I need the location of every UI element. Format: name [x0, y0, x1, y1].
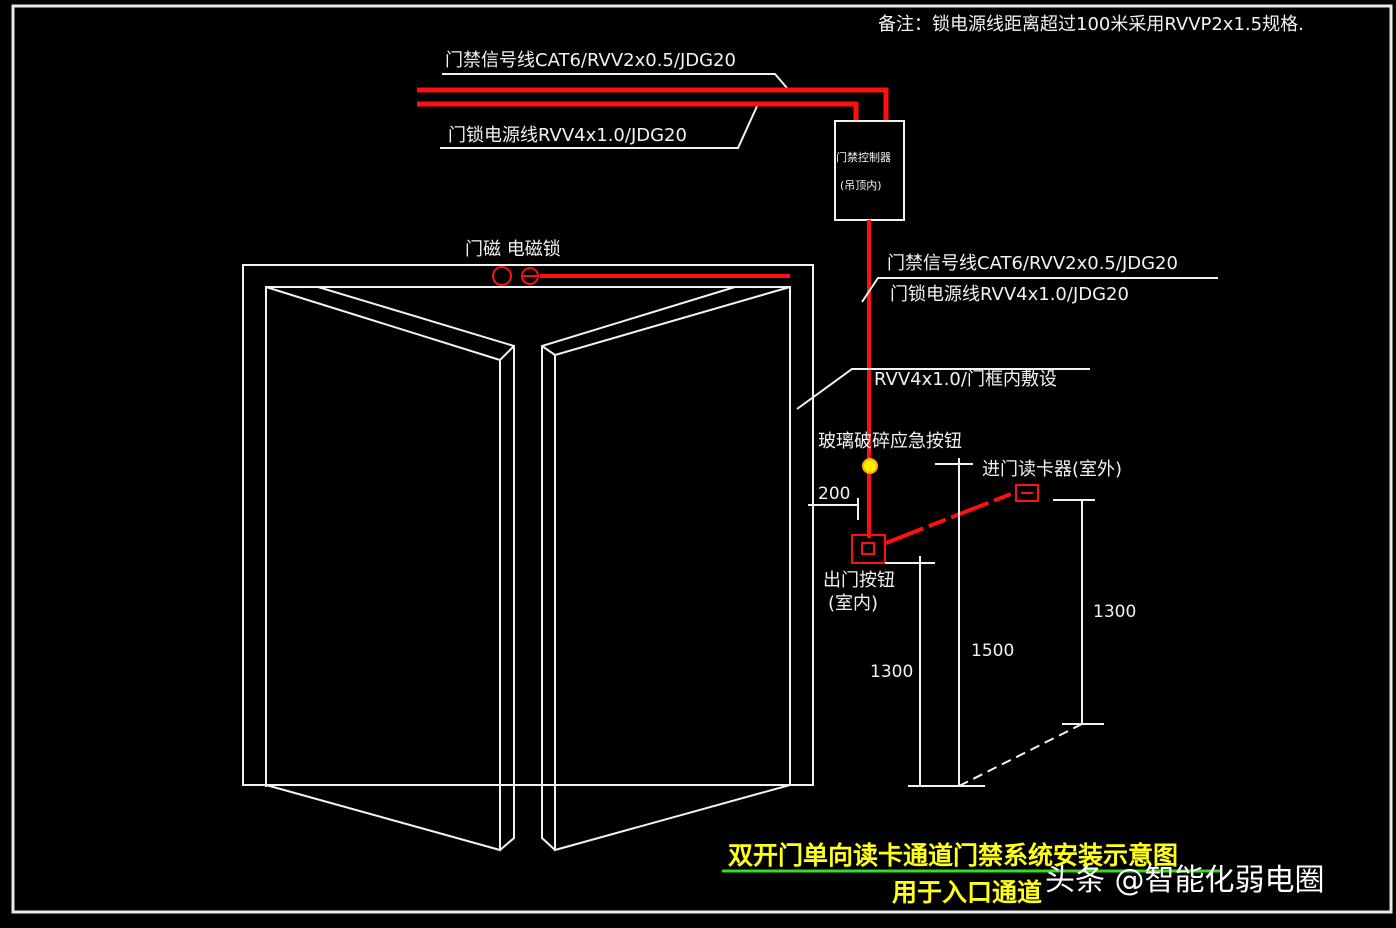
offset-dimension: 200: [818, 484, 851, 504]
left-door-leaf: [265, 286, 515, 852]
watermark: 头条 @智能化弱电圈: [1045, 863, 1325, 898]
door-lock-label: 门磁 电磁锁: [465, 239, 561, 260]
card-reader-symbol: [1015, 484, 1039, 502]
vertical-cable-leaders: [861, 277, 1218, 303]
frame-cable-leader: [796, 368, 1090, 410]
frame-cable-label: RVV4x1.0/门框内敷设: [874, 369, 1057, 390]
drawing-border: [11, 4, 1393, 914]
top-signal-cable-label: 门禁信号线CAT6/RVV2x0.5/JDG20: [445, 50, 736, 71]
exit-button-symbol: [851, 534, 886, 564]
reader-height-dimension: 1300: [1093, 602, 1137, 622]
door-frame: [242, 264, 814, 786]
exit-button-label-2: (室内): [828, 593, 879, 614]
emergency-button-symbol: [862, 458, 878, 474]
top-power-cable-label: 门锁电源线RVV4x1.0/JDG20: [448, 125, 687, 146]
top-red-cables: [417, 87, 889, 121]
emergency-height-dimension: 1500: [971, 641, 1015, 661]
top-cable-leaders: [440, 73, 788, 149]
vertical-power-cable-label: 门锁电源线RVV4x1.0/JDG20: [890, 284, 1129, 305]
right-door-leaf: [541, 286, 791, 852]
emergency-button-label: 玻璃破碎应急按钮: [818, 431, 962, 452]
dimension-lines: [808, 458, 1104, 787]
access-controller-box: [834, 120, 905, 221]
exit-button-label-1: 出门按钮: [823, 570, 895, 591]
controller-label-1: 门禁控制器: [836, 151, 891, 164]
exit-height-dimension: 1300: [870, 662, 914, 682]
door-lock-symbols: [492, 266, 539, 286]
note-text: 备注：锁电源线距离超过100米采用RVVP2x1.5规格.: [878, 14, 1304, 35]
diagram-subtitle: 用于入口通道: [892, 878, 1043, 907]
diagram-title: 双开门单向读卡通道门禁系统安装示意图: [728, 841, 1179, 870]
reader-cable: [885, 490, 1017, 545]
card-reader-label: 进门读卡器(室外): [982, 459, 1123, 480]
vertical-signal-cable-label: 门禁信号线CAT6/RVV2x0.5/JDG20: [887, 253, 1178, 274]
controller-label-2: (吊顶内): [840, 179, 882, 192]
